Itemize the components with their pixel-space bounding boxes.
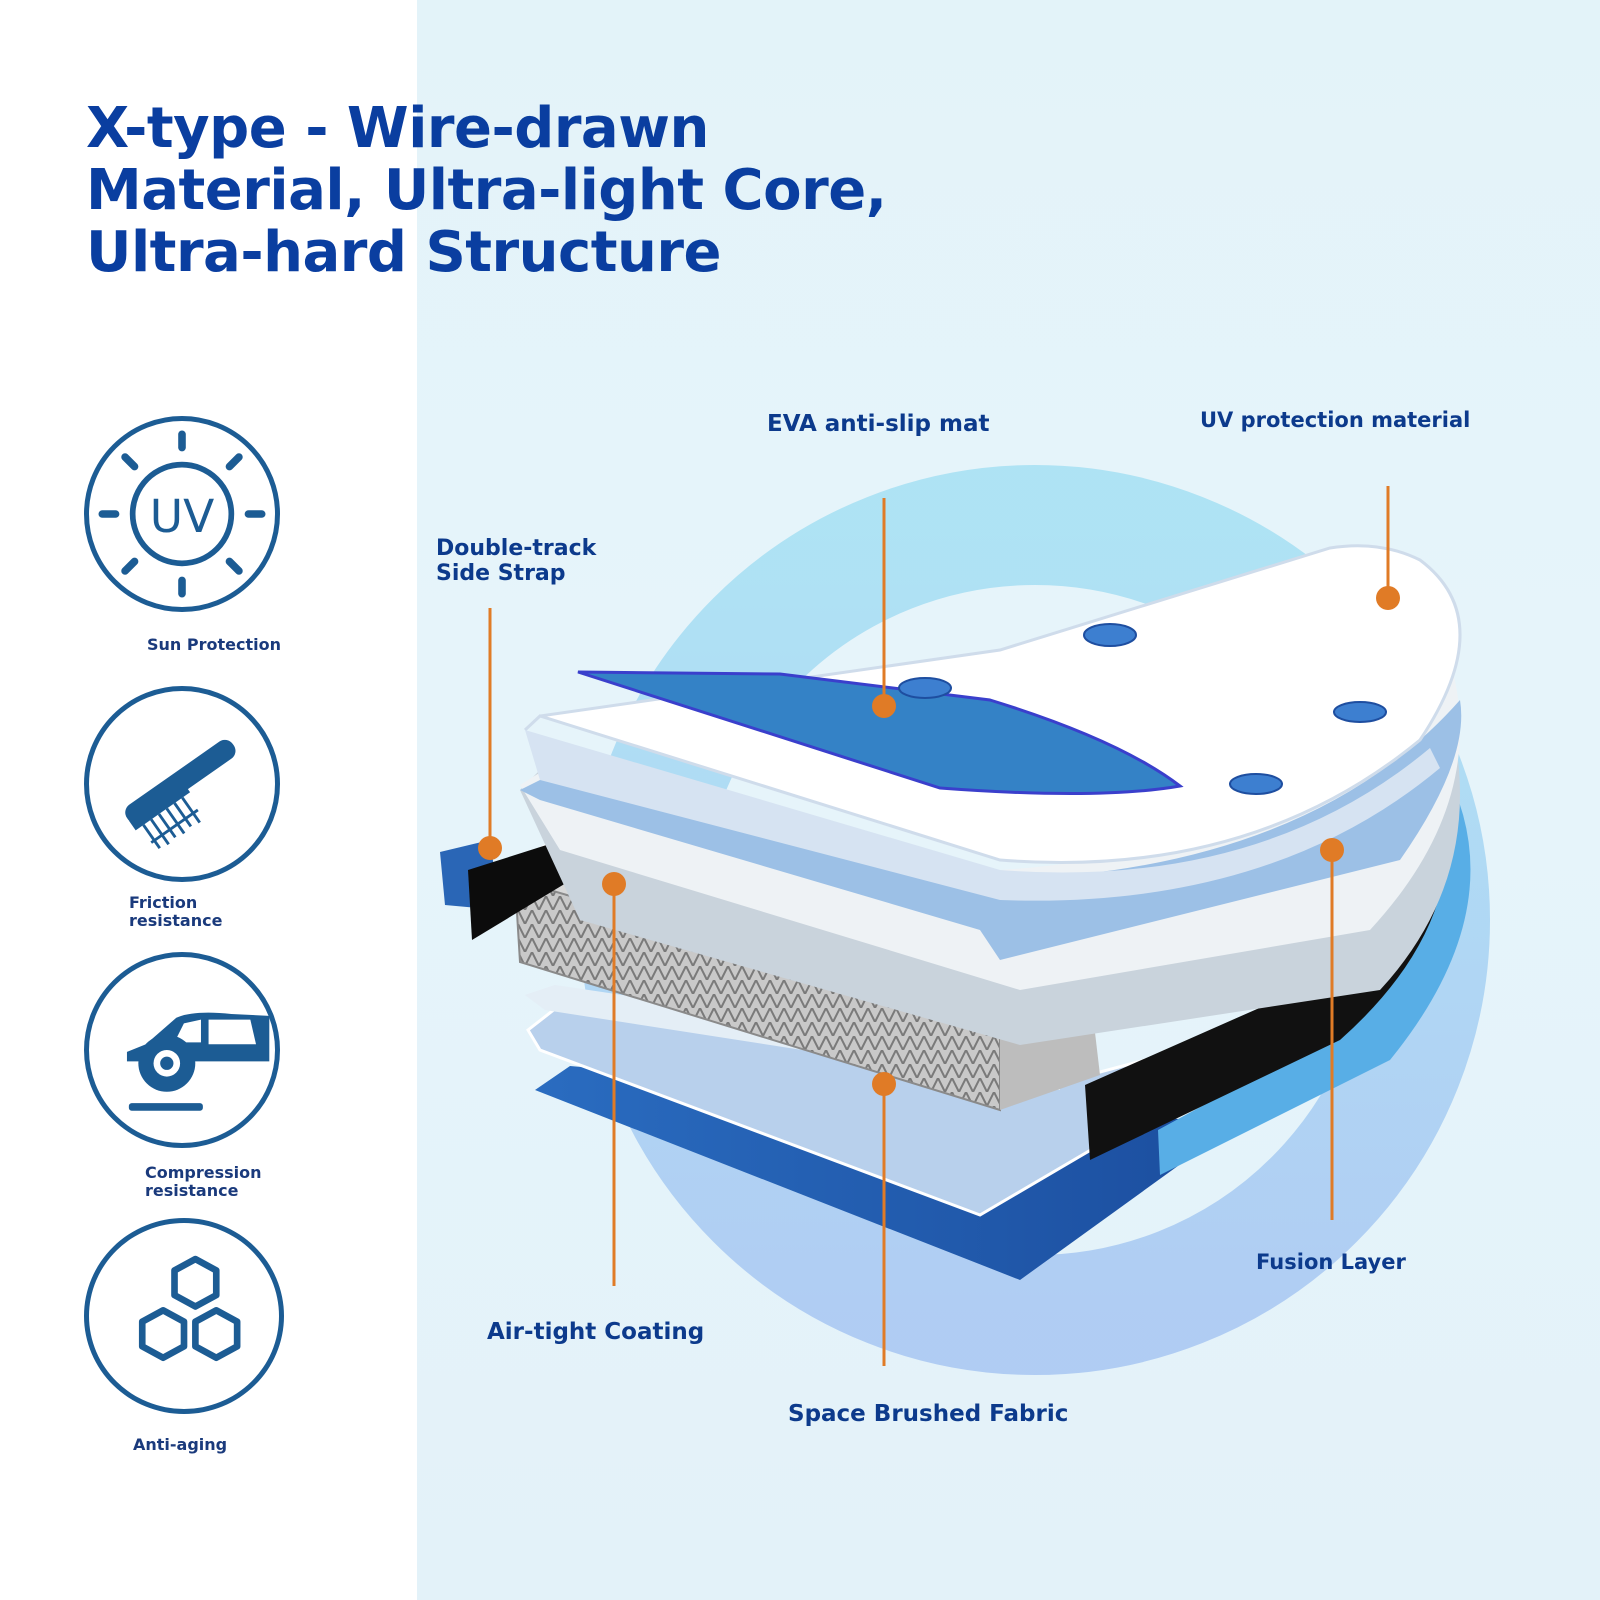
feature-label-compression: Compression resistance [145,1163,262,1200]
fusion-light-layer [520,660,1460,990]
hexagon-icon [84,1218,284,1414]
deck-screws [898,623,1387,795]
feature-label-friction: Friction resistance [129,893,223,930]
car-icon [84,952,280,1148]
callout-fusion: Fusion Layer [1256,1250,1406,1274]
brush-icon [84,686,280,882]
callout-fabric: Space Brushed Fabric [788,1401,1069,1427]
callout-eva: EVA anti-slip mat [767,411,990,437]
callout-uv: UV protection material [1200,408,1471,432]
eva-callout-dot [872,694,896,718]
uv-icon-text: UV [150,490,214,543]
fusion-callout-dot [1320,838,1344,862]
feature-label-anti-aging: Anti-aging [133,1435,228,1454]
airtight-callout-dot [602,872,626,896]
page-title: X-type - Wire-drawn Material, Ultra-ligh… [86,96,887,285]
strap-callout-dot [478,836,502,860]
top-board-edge [525,730,1440,901]
fabric-callout-dot [872,1072,896,1096]
feature-label-sun: Sun Protection [147,635,281,654]
uv-sun-icon: UV [84,416,280,612]
pale-blue-layer [520,700,1462,960]
eva-mat [577,670,1184,796]
uv-callout-dot [1376,586,1400,610]
callout-airtight: Air-tight Coating [487,1319,705,1345]
callout-strap: Double-track Side Strap [436,536,597,586]
